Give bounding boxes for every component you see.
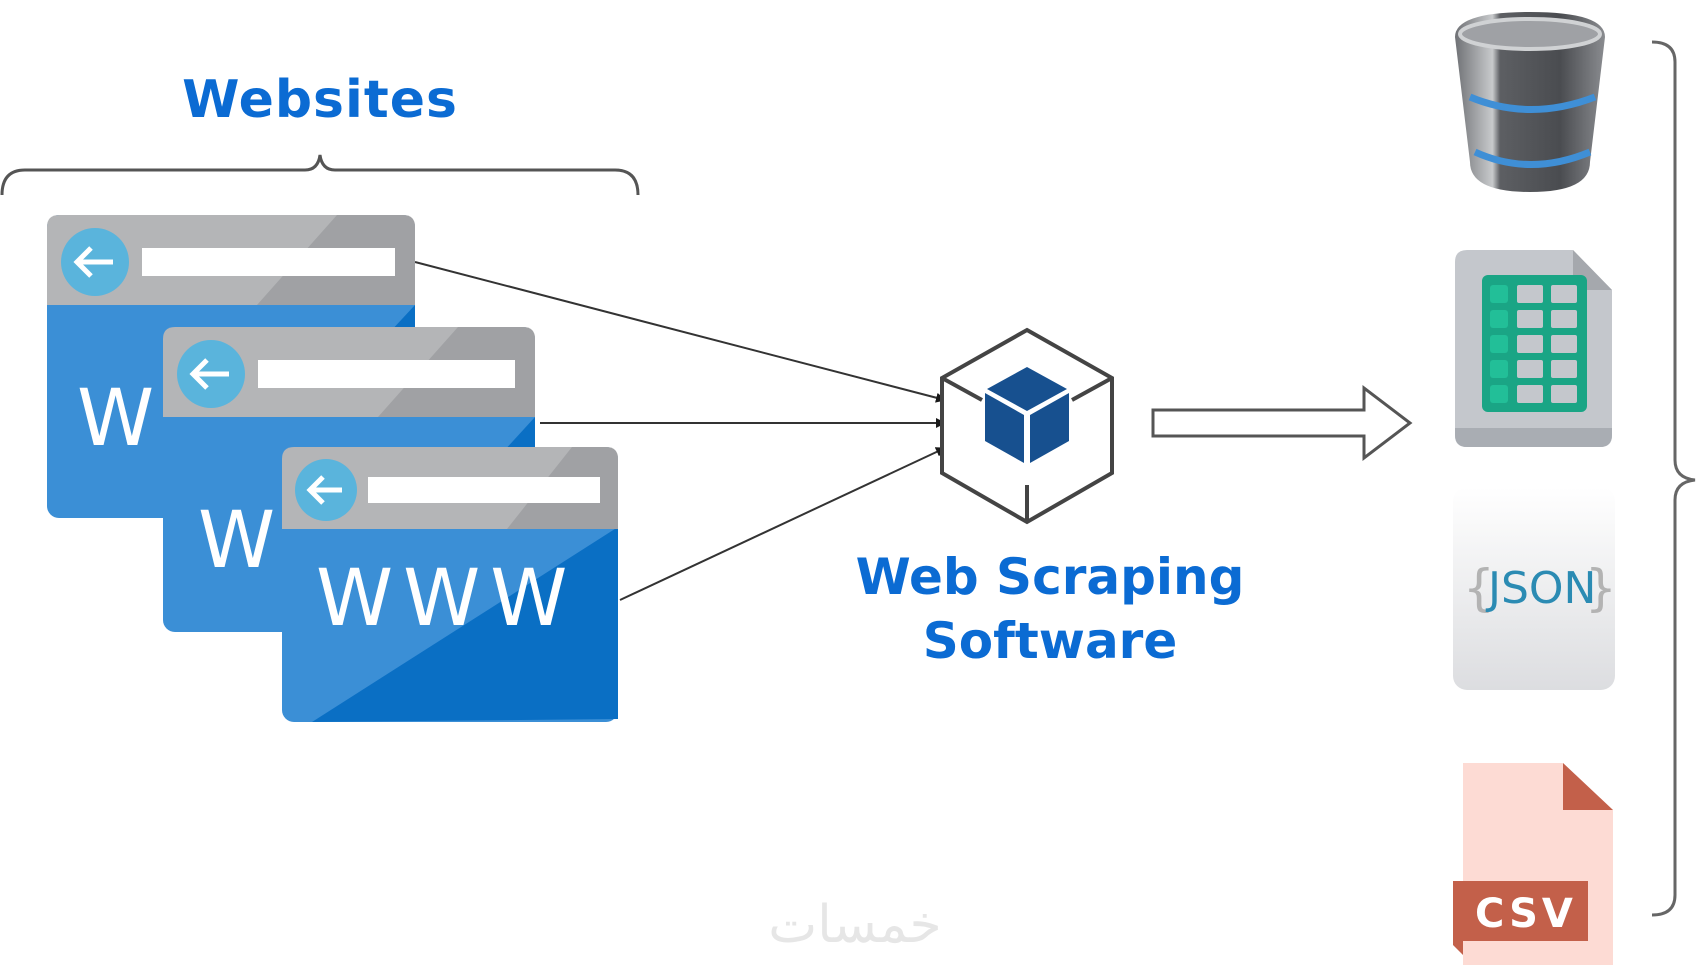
output-arrow-icon bbox=[1151, 384, 1413, 462]
outputs-brace bbox=[1651, 40, 1696, 917]
websites-brace bbox=[0, 154, 640, 196]
websites-label: Websites bbox=[182, 70, 458, 130]
address-bar bbox=[258, 360, 515, 388]
json-label: JSON bbox=[1485, 563, 1596, 614]
json-brace-close: } bbox=[1585, 559, 1617, 617]
watermark: خمسات bbox=[768, 895, 942, 955]
connector-arrow-3 bbox=[619, 447, 946, 601]
connector-arrow-1 bbox=[414, 261, 946, 403]
json-brace-open: { bbox=[1463, 559, 1495, 617]
software-label-line-1: Web Scraping bbox=[855, 548, 1245, 606]
address-bar bbox=[142, 248, 395, 276]
csv-file-icon: CSV bbox=[1453, 763, 1613, 965]
software-cube-icon bbox=[940, 327, 1114, 525]
browser-window-3: WWW bbox=[282, 447, 618, 722]
spreadsheet-icon bbox=[1455, 250, 1612, 447]
browser-www-text: WWW bbox=[316, 554, 577, 644]
database-icon bbox=[1455, 12, 1605, 192]
web-scraping-software-label: Web Scraping Software bbox=[840, 545, 1260, 673]
json-file-icon: { JSON } bbox=[1453, 487, 1617, 690]
software-label-line-2: Software bbox=[922, 612, 1178, 670]
csv-label: CSV bbox=[1475, 891, 1577, 937]
address-bar bbox=[368, 477, 600, 503]
